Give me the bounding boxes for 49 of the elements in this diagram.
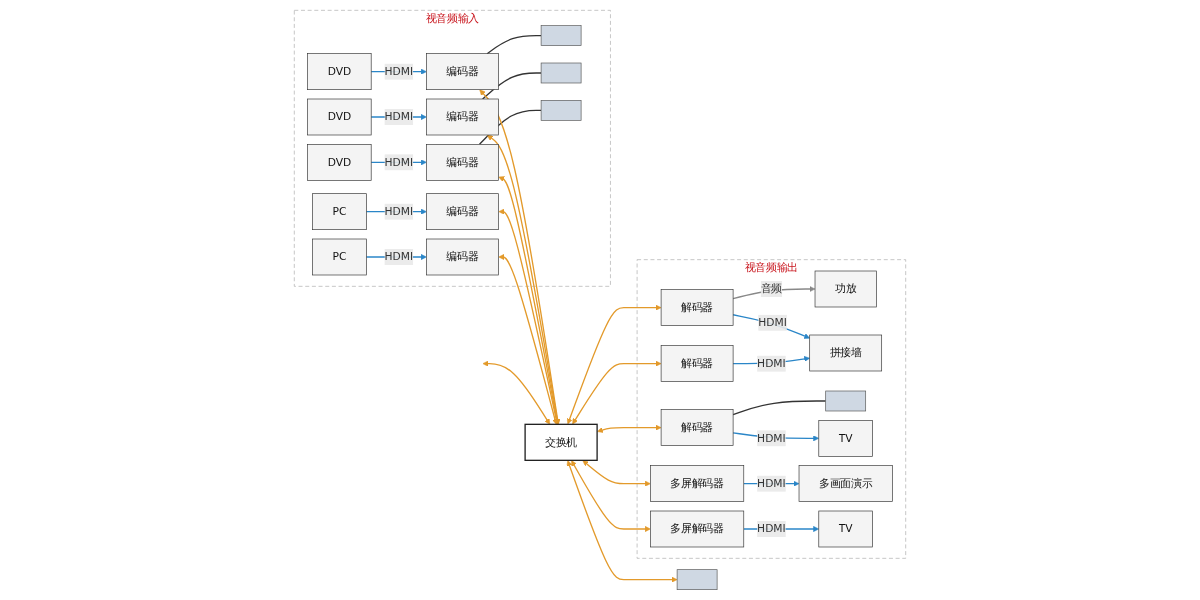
node-box [540,25,582,46]
arrow [566,304,662,425]
node-box: PC [312,193,367,230]
edge-label: HDMI [757,357,786,370]
edge-label: HDMI [384,110,414,123]
node-box: DVD [307,98,372,136]
node-box: 编码器 [426,193,499,230]
arrow [571,460,651,532]
arrow [582,460,651,487]
node-box: TV [818,510,873,548]
node-box [676,569,718,590]
node-box: DVD [307,53,372,90]
cable-line [732,400,827,416]
edge-label: HDMI [758,316,787,329]
edge-label: HDMI [757,522,786,535]
node-box: 解码器 [660,345,734,382]
node-box: 编码器 [426,238,499,276]
edge-label: HDMI [384,155,414,169]
arrow [597,424,662,433]
node-box: TV [818,420,873,457]
edge-label: HDMI [384,205,414,218]
cable-line [486,35,542,55]
edge-label: HDMI [384,65,414,78]
node-box [540,100,582,121]
arrow [482,360,551,425]
edge-label: HDMI [384,250,414,263]
node-box: DVD [307,144,372,181]
edge-label: HDMI [757,477,786,490]
arrow [498,254,558,425]
node-box: 编码器 [426,53,499,90]
node-box: 解码器 [660,289,734,326]
node-box: 功放 [814,270,877,308]
node-box: 拼接墙 [809,334,883,372]
node-box: 多画面演示 [798,465,893,502]
node-box: 编码器 [426,144,499,181]
arrow [566,460,678,583]
node-box [825,390,867,412]
node-box: 解码器 [660,409,734,446]
edge-label: HDMI [757,431,786,445]
arrow [572,360,662,425]
node-box: 编码器 [426,98,499,136]
node-box: 多屏解码器 [650,465,745,502]
node-box: 交换机 [524,423,598,461]
arrow [732,286,816,300]
node-box [540,62,582,84]
edge-label: 音频 [760,282,783,295]
cable-line [481,72,542,100]
node-box: 多屏解码器 [650,510,745,548]
node-box: PC [312,238,367,276]
